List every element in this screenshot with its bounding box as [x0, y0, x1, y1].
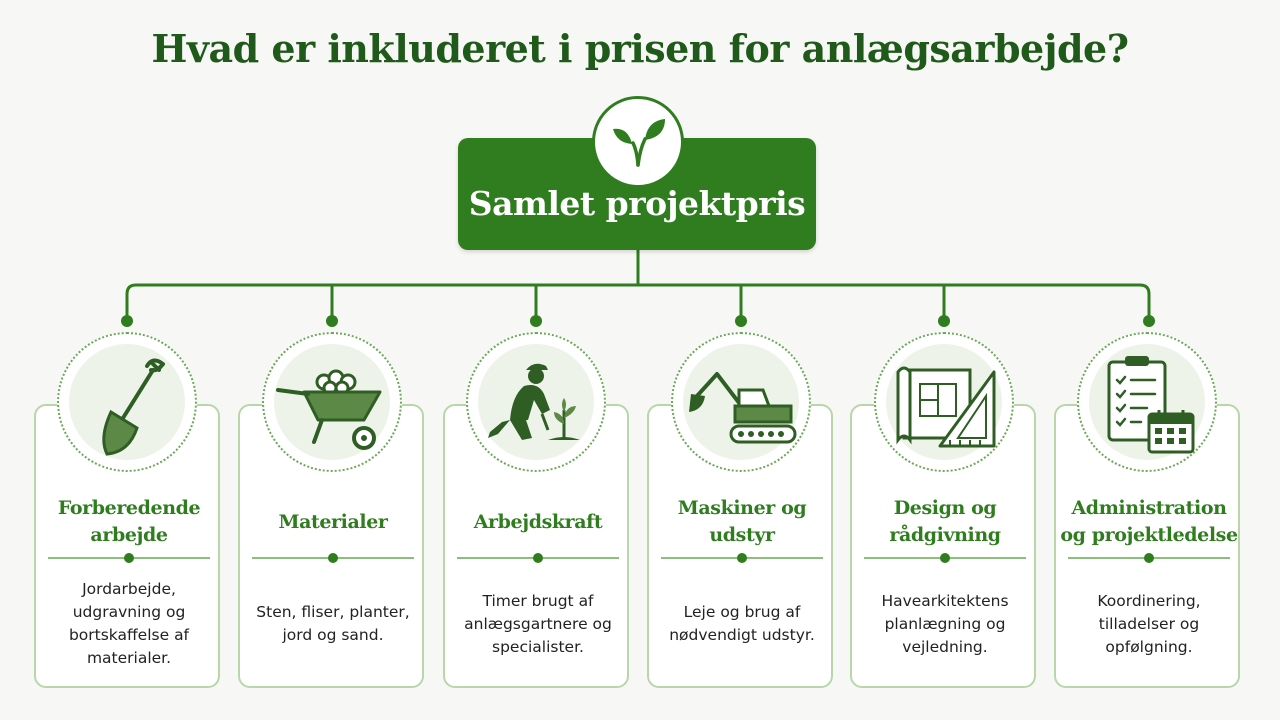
category-description: Jordarbejde, udgravning og bortskaffelse… [68, 580, 190, 667]
shovel-icon [57, 332, 197, 472]
clipboard-calendar-icon [1077, 332, 1217, 472]
category-description: Timer brugt af anlægsgartnere og special… [464, 591, 612, 656]
wheelbarrow-icon [262, 332, 402, 472]
divider-dot [940, 553, 950, 563]
leaf-sprout-icon [592, 96, 684, 188]
divider-dot [533, 553, 543, 563]
category-title: Maskiner og udstyr [677, 497, 807, 546]
category-title: Materialer [278, 510, 388, 533]
category-description: Sten, fliser, planter, jord og sand. [256, 603, 410, 644]
category-description: Leje og brug af nødvendigt udstyr. [669, 603, 815, 644]
root-label: Samlet projektpris [468, 184, 806, 223]
divider-dot [737, 553, 747, 563]
category-title: Design og rådgivning [889, 497, 1001, 546]
divider-dot [124, 553, 134, 563]
blueprint-ruler-icon [874, 332, 1014, 472]
excavator-icon [671, 332, 811, 472]
divider-dot [328, 553, 338, 563]
category-title: Arbejdskraft [473, 510, 603, 533]
category-title: Administration og projektledelse [1060, 497, 1238, 546]
divider-dot [1144, 553, 1154, 563]
category-description: Koordinering, tilladelser og opfølgning. [1097, 591, 1201, 656]
gardener-planting-icon [466, 332, 606, 472]
category-title: Forberedende arbejde [57, 497, 201, 546]
page-title: Hvad er inkluderet i prisen for anlægsar… [151, 26, 1129, 71]
category-description: Havearkitektens planlægning og vejlednin… [881, 591, 1009, 656]
